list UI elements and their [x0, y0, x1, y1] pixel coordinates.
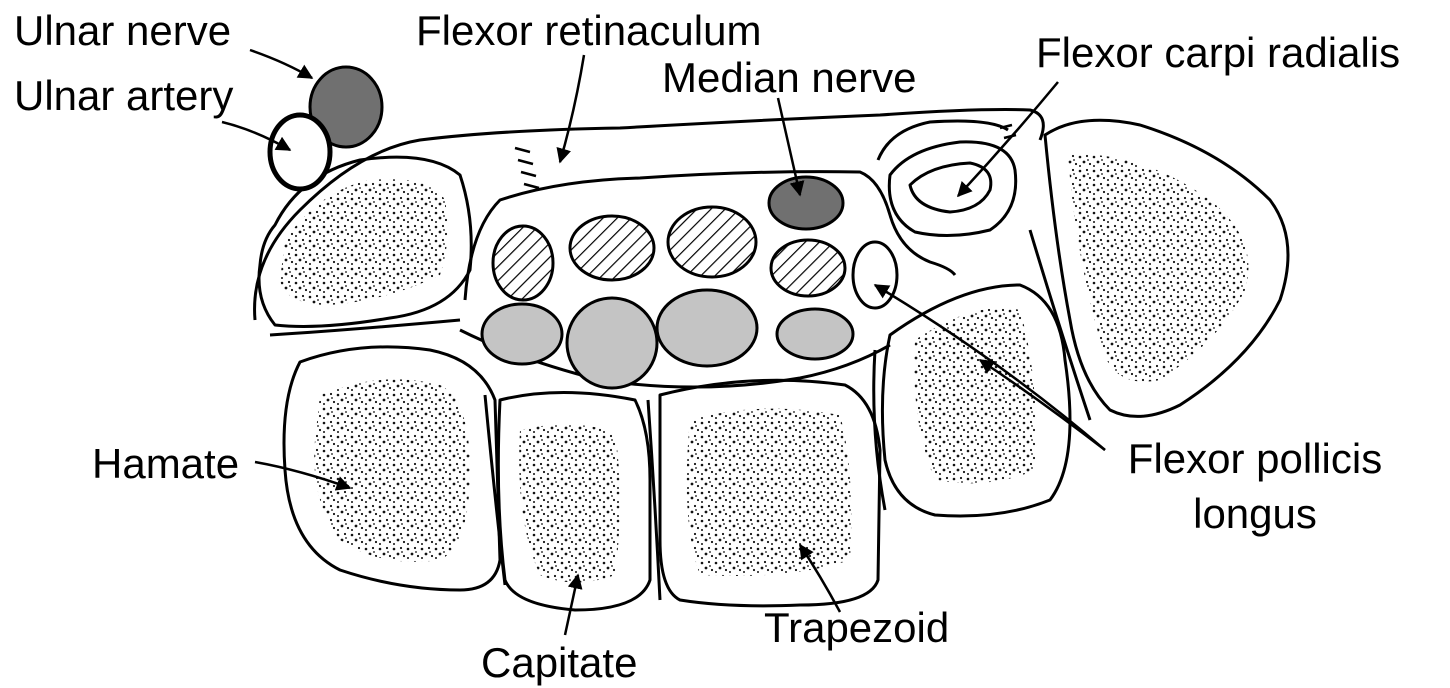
label-flexor-retinaculum: Flexor retinaculum — [416, 7, 761, 54]
tendon-2 — [570, 216, 654, 280]
tendon-4 — [771, 240, 845, 296]
scaphoid-bone — [1030, 120, 1288, 420]
label-flexor-pollicis-line1: Flexor pollicis — [1128, 435, 1382, 482]
label-trapezoid: Trapezoid — [764, 604, 949, 651]
deep-tendons — [482, 290, 853, 388]
median-nerve — [769, 177, 843, 229]
flexor-pollicis-longus-tendon — [853, 242, 897, 308]
label-hamate: Hamate — [92, 440, 239, 487]
ulnar-artery — [270, 115, 330, 189]
label-flexor-pollicis-line2: longus — [1193, 490, 1317, 537]
tendon-1 — [493, 226, 553, 300]
tendon-3 — [668, 207, 756, 277]
tendon-8 — [777, 309, 853, 359]
label-ulnar-artery: Ulnar artery — [14, 72, 233, 119]
label-ulnar-nerve: Ulnar nerve — [14, 7, 231, 54]
label-flexor-carpi-radialis: Flexor carpi radialis — [1036, 29, 1400, 76]
tendon-7 — [657, 290, 757, 366]
tendon-6 — [567, 298, 657, 388]
tendon-5 — [482, 304, 562, 364]
label-median-nerve: Median nerve — [662, 54, 916, 101]
capitate-bone — [485, 393, 650, 611]
flexor-carpi-radialis-tendon — [878, 121, 1016, 236]
trapezoid-bone — [648, 380, 880, 606]
label-capitate: Capitate — [481, 639, 637, 686]
hamate-bone — [284, 347, 500, 590]
